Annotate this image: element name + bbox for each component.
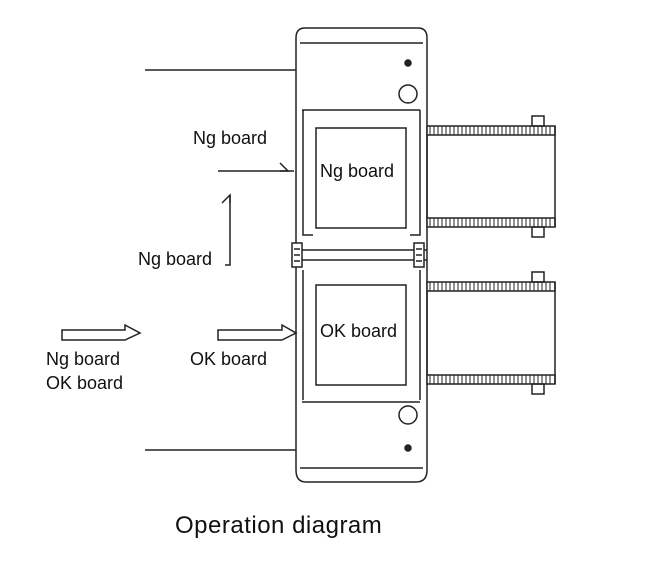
top-roller-icon <box>398 84 418 104</box>
top-screw-icon <box>404 59 412 67</box>
lower-conveyor <box>426 271 556 395</box>
lower-window-label: OK board <box>320 321 397 341</box>
machine-housing <box>295 27 428 483</box>
input-label-line1: Ng board <box>46 349 120 369</box>
bottom-screw-icon <box>404 444 412 452</box>
ng-path-lines <box>218 162 294 266</box>
input-label-line2: OK board <box>46 373 123 393</box>
lower-window <box>315 284 407 386</box>
diagram-caption: Operation diagram <box>175 512 382 539</box>
ok-arrow-icon <box>217 323 298 341</box>
upper-conveyor <box>426 115 556 238</box>
upper-window <box>302 110 421 236</box>
upper-window-label: Ng board <box>320 161 394 181</box>
input-arrow-icon <box>61 323 142 341</box>
upper-ng-label: Ng board <box>193 128 267 148</box>
bottom-roller-icon <box>398 405 418 425</box>
ok-arrow-label: OK board <box>190 349 267 369</box>
conveyor-ticks <box>429 126 551 384</box>
middle-ng-label: Ng board <box>138 249 212 269</box>
